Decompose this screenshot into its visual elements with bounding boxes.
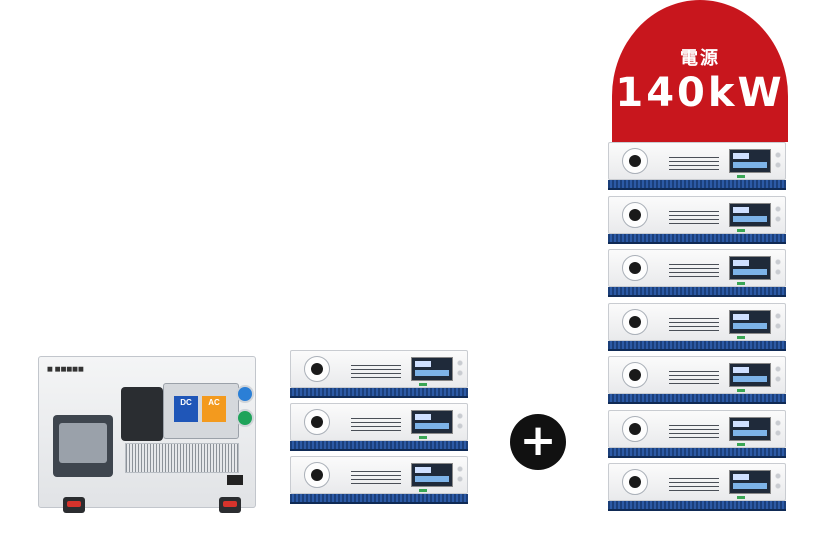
vent-slots [669,264,719,280]
unit-display [729,202,771,227]
unit-body [608,409,786,448]
unit-display [729,256,771,280]
power-supply-unit [608,356,786,406]
unit-display [729,470,771,494]
power-switch [227,475,243,485]
vent-slots [669,210,719,227]
unit-base-stripe [608,233,786,244]
vent-slots [669,317,719,334]
brand-logo: ◼ ◼◼◼◼◼ [47,366,84,373]
vent-slots [669,371,719,387]
knob-icon [622,201,648,228]
status-led [737,442,745,446]
unit-buttons [455,412,465,432]
status-led [737,228,745,232]
unit-buttons [455,359,465,379]
unit-body [608,195,786,234]
unit-body [608,142,786,180]
unit-buttons [773,151,783,171]
unit-body [290,403,468,441]
power-supply-unit [608,142,786,192]
caster-foot [219,497,241,513]
unit-base-stripe [608,340,786,351]
unit-base-stripe [608,287,786,297]
unit-buttons [773,258,783,278]
unit-body [608,356,786,394]
knob-icon [622,469,648,495]
unit-display [729,416,771,441]
unit-buttons [773,204,783,225]
vent-slots [669,478,719,494]
vent-slots [669,157,719,173]
unit-base-stripe [290,441,468,451]
stop-button [236,409,254,427]
status-led [419,436,427,439]
unit-display [729,309,771,334]
unit-display [411,463,453,487]
ac-mode-tile: AC [202,396,226,422]
status-led [419,383,427,386]
vent-grille [125,443,239,473]
power-supply-unit [608,249,786,299]
plus-icon: + [510,414,566,470]
power-supply-unit [290,350,468,400]
ac-outlet-port [121,387,163,441]
badge-value: 140kW [615,70,785,116]
knob-icon [304,409,330,435]
power-badge: 電源 140kW [612,0,788,142]
knob-icon [622,415,648,442]
unit-body [608,463,786,501]
unit-base-stripe [608,180,786,190]
unit-display [729,149,771,173]
status-led [737,175,745,178]
dc-mode-tile: DC [174,396,198,422]
power-supply-unit [608,302,786,353]
start-button [236,385,254,403]
power-supply-unit [608,463,786,513]
power-supply-unit [608,195,786,246]
unit-body [608,302,786,341]
caster-foot [63,497,85,513]
unit-buttons [455,465,465,485]
vent-slots [351,365,401,381]
unit-buttons [773,365,783,385]
unit-base-stripe [290,388,468,398]
unit-body [290,456,468,494]
unit-buttons [773,311,783,332]
unit-base-stripe [290,494,468,504]
unit-body [290,350,468,388]
unit-buttons [773,418,783,439]
power-supply-unit [290,456,468,506]
vent-slots [351,418,401,434]
vent-slots [669,424,719,441]
status-led [419,489,427,492]
knob-icon [622,362,648,388]
unit-display [411,357,453,381]
knob-icon [304,462,330,488]
unit-body [608,249,786,287]
unit-display [729,363,771,387]
unit-base-stripe [608,447,786,458]
knob-icon [622,308,648,335]
touch-panel: DC AC [163,383,239,439]
knob-icon [622,255,648,281]
status-led [737,496,745,499]
unit-buttons [773,472,783,492]
unit-base-stripe [608,501,786,511]
knob-icon [622,148,648,174]
dc-outlet-port [53,415,113,477]
unit-display [411,410,453,434]
badge-title: 電源 [680,48,720,69]
charger-tester-device: ◼ ◼◼◼◼◼ DC AC [38,356,256,513]
power-supply-unit [290,403,468,453]
unit-base-stripe [608,394,786,404]
status-led [737,335,745,339]
vent-slots [351,471,401,487]
status-led [737,389,745,392]
knob-icon [304,356,330,382]
power-supply-unit [608,409,786,460]
status-led [737,282,745,285]
